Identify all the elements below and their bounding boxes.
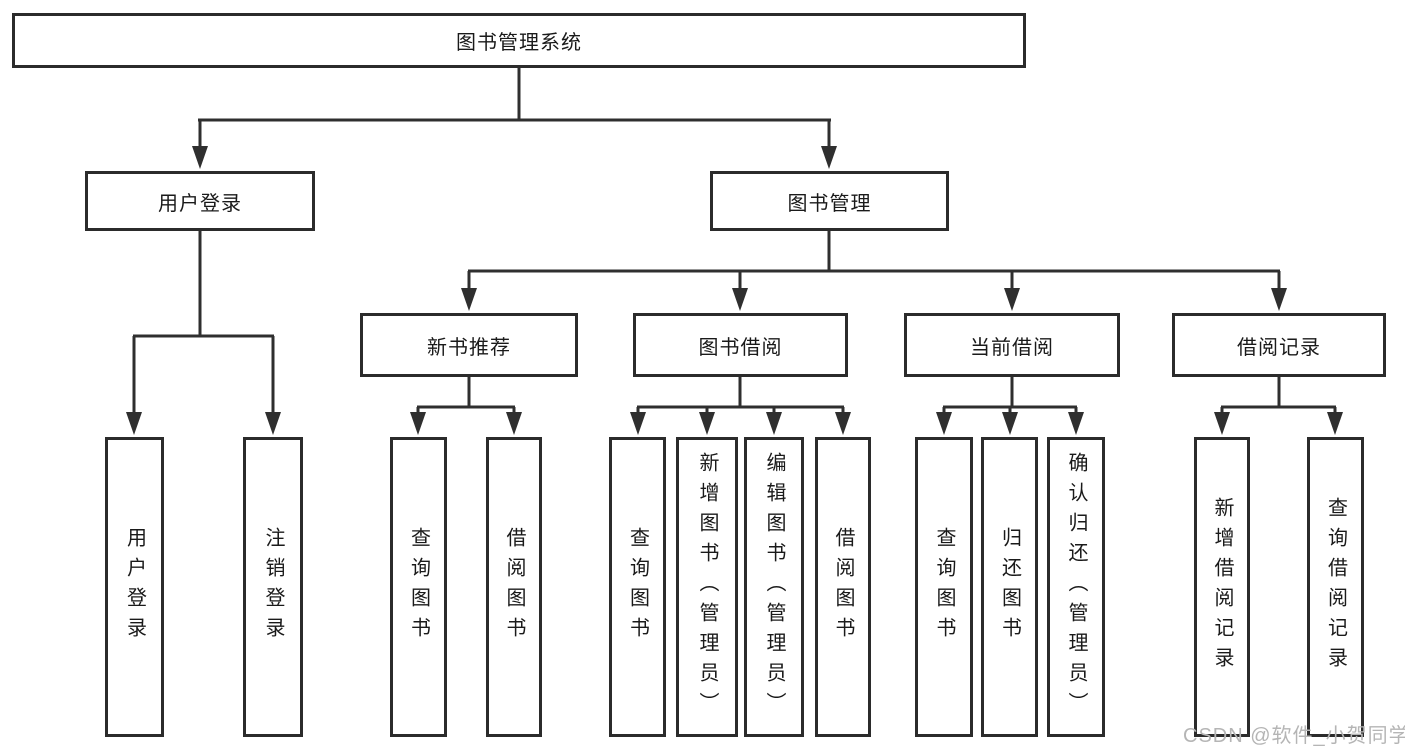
node-label: 查询借阅记录 <box>1324 497 1347 677</box>
node-label: 查询图书 <box>933 527 955 647</box>
watermark: CSDN @软件_小贺同学 <box>1183 725 1405 747</box>
node-label: 新增借阅记录 <box>1211 497 1233 677</box>
node-book-management: 图书管理 <box>710 171 949 231</box>
leaf-return-books: 归还图书 <box>981 437 1038 737</box>
leaf-borrow-books-2: 借阅图书 <box>815 437 871 737</box>
leaf-user-login: 用户登录 <box>105 437 164 737</box>
node-current-borrowing: 当前借阅 <box>904 313 1120 377</box>
node-label: 注销登录 <box>262 527 284 647</box>
leaf-logout: 注销登录 <box>243 437 303 737</box>
node-user-login: 用户登录 <box>85 171 315 231</box>
node-label: 借阅图书 <box>503 527 525 647</box>
leaf-confirm-return-admin: 确认归还（管理员） <box>1047 437 1105 737</box>
node-borrowing-records: 借阅记录 <box>1172 313 1386 377</box>
node-label: 编辑图书（管理员） <box>763 452 785 722</box>
node-new-book-recommendation: 新书推荐 <box>360 313 578 377</box>
node-book-borrowing: 图书借阅 <box>633 313 848 377</box>
node-label: 查询图书 <box>407 527 430 647</box>
node-label: 归还图书 <box>998 527 1021 647</box>
node-label: 查询图书 <box>626 527 649 647</box>
node-library-management-system: 图书管理系统 <box>12 13 1026 68</box>
node-label: 用户登录 <box>123 527 146 647</box>
leaf-add-borrow-record: 新增借阅记录 <box>1194 437 1250 737</box>
node-label: 借阅图书 <box>832 527 854 647</box>
leaf-query-books-3: 查询图书 <box>915 437 973 737</box>
leaf-query-books-2: 查询图书 <box>609 437 666 737</box>
node-label: 新增图书（管理员） <box>696 452 718 722</box>
leaf-borrow-books-1: 借阅图书 <box>486 437 542 737</box>
leaf-query-books-1: 查询图书 <box>390 437 447 737</box>
node-label: 确认归还（管理员） <box>1065 452 1087 722</box>
leaf-add-book-admin: 新增图书（管理员） <box>676 437 738 737</box>
leaf-edit-book-admin: 编辑图书（管理员） <box>744 437 804 737</box>
leaf-query-borrow-record: 查询借阅记录 <box>1307 437 1364 737</box>
